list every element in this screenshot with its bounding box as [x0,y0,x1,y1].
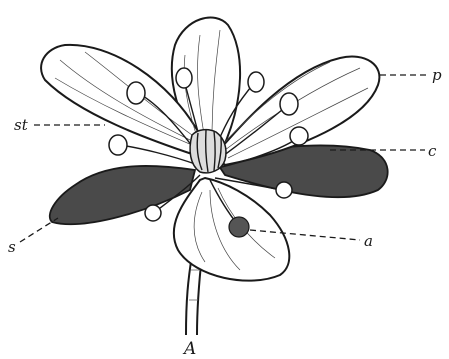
anther [176,68,192,88]
anther [290,127,308,145]
anther [127,82,145,104]
carpels [190,130,226,173]
label-anther: a [364,232,373,250]
anther [276,182,292,198]
anther [109,135,127,155]
label-petal: p [432,66,442,84]
label-sepal: s [8,238,16,256]
label-carpel: c [428,142,437,160]
anther [229,217,249,237]
label-stamen: st [14,116,29,134]
anther [248,72,264,92]
sepal-left [50,166,195,224]
figure-caption: A [182,339,196,359]
anther [145,205,161,221]
anther [280,93,298,115]
